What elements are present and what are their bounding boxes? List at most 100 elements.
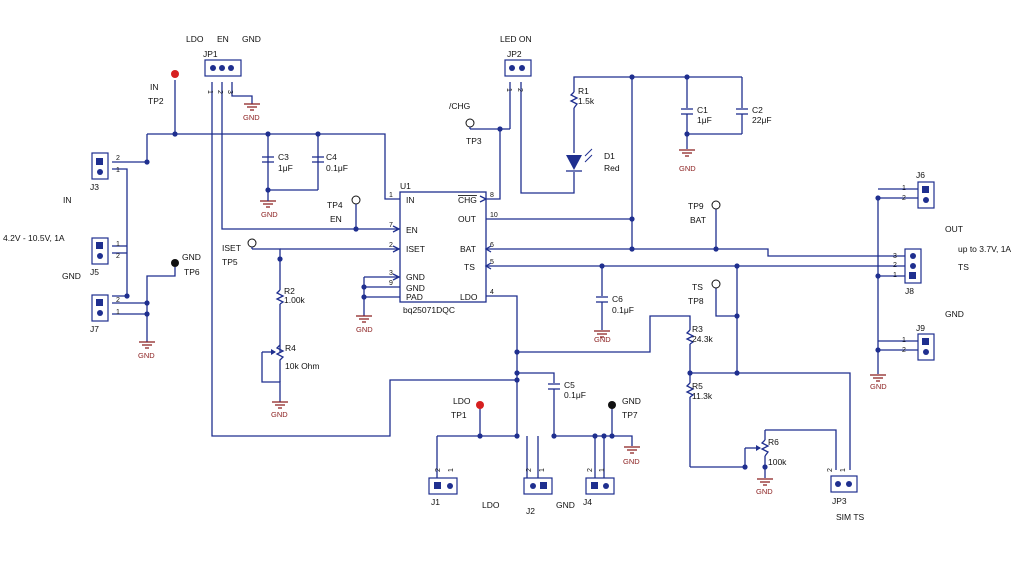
tp3-net: /CHG <box>449 101 470 111</box>
tp6-ref: TP6 <box>184 267 200 277</box>
testpoint-tp3[interactable]: /CHG TP3 <box>449 101 482 146</box>
r3-value: 24.3k <box>692 334 714 344</box>
ic-pinnum-4: 4 <box>490 289 494 296</box>
j6-ref: J6 <box>916 170 925 180</box>
jp3-label: SIM TS <box>836 512 865 522</box>
ic-pinnum-1: 1 <box>389 192 393 199</box>
jp1-label-gnd: GND <box>242 34 261 44</box>
r2-value: 1.00k <box>284 295 306 305</box>
gnd-tp7: GND <box>623 446 640 466</box>
jumper-jp1[interactable]: JP1 LDO EN GND 1 2 3 <box>186 34 261 94</box>
j6-pin2: 2 <box>902 195 906 202</box>
tp9-ref: TP9 <box>688 201 704 211</box>
jp3-ref: JP3 <box>832 496 847 506</box>
label-ldo-bottom: LDO <box>482 500 500 510</box>
svg-text:GND: GND <box>261 210 278 219</box>
j1-ref: J1 <box>431 497 440 507</box>
jumper-jp2[interactable]: JP2 LED ON 1 2 <box>500 34 532 92</box>
j4-ref: J4 <box>583 497 592 507</box>
ic-pin-ldo: LDO <box>460 292 478 302</box>
gnd-j7: GND <box>138 341 155 360</box>
testpoint-tp7[interactable]: GND TP7 <box>608 396 641 420</box>
jp1-pin1: 1 <box>206 90 213 94</box>
label-out: OUT <box>945 224 963 234</box>
testpoint-tp6[interactable]: TP6 GND <box>171 252 201 277</box>
jp3-pin1: 1 <box>840 468 847 472</box>
ground-symbols: GND GND GND GND GND GND GND GND GND GND <box>138 103 887 496</box>
connector-j5: J5 1 2 <box>90 237 120 277</box>
connector-j1: J1 2 1 <box>428 468 458 507</box>
j2-pin1: 1 <box>539 468 546 472</box>
testpoint-tp8[interactable]: TS TP8 <box>688 279 721 306</box>
testpoint-tp5[interactable]: TP5 ISET <box>222 238 257 267</box>
ic-ref: U1 <box>400 181 411 191</box>
svg-text:GND: GND <box>356 325 373 334</box>
testpoint-tp2[interactable]: TP2 IN <box>148 70 179 106</box>
testpoint-tp4[interactable]: TP4 EN <box>327 195 361 224</box>
jp1-ref: JP1 <box>203 49 218 59</box>
j5-ref: J5 <box>90 267 99 277</box>
tp5-net: ISET <box>222 243 241 253</box>
c6-ref: C6 <box>612 294 623 304</box>
label-ts: TS <box>958 262 969 272</box>
ic-pinnum-8: 8 <box>490 192 494 199</box>
r6-value: 100k <box>768 457 787 467</box>
net-labels: IN 4.2V - 10.5V, 1A GND OUT up to 3.7V, … <box>3 195 1011 510</box>
j1-pin1: 1 <box>448 468 455 472</box>
svg-text:GND: GND <box>138 351 155 360</box>
r3-ref: R3 <box>692 324 703 334</box>
label-out-range: up to 3.7V, 1A <box>958 244 1011 254</box>
gnd-jp1: GND <box>243 103 260 122</box>
j9-pin1: 1 <box>902 337 906 344</box>
r5-ref: R5 <box>692 381 703 391</box>
j9-ref: J9 <box>916 323 925 333</box>
gnd-c6: GND <box>594 330 611 344</box>
label-gnd-bottom: GND <box>556 500 575 510</box>
label-gnd-left: GND <box>62 271 81 281</box>
j8-pin2: 2 <box>893 262 897 269</box>
tp3-ref: TP3 <box>466 136 482 146</box>
tp6-net: GND <box>182 252 201 262</box>
r1-value: 1.5k <box>578 96 595 106</box>
capacitor-c3: C3 1μF <box>262 152 293 173</box>
jp2-label: LED ON <box>500 34 532 44</box>
junctions <box>124 74 881 470</box>
tp1-ref: TP1 <box>451 410 467 420</box>
ic-pin-ts: TS <box>464 262 475 272</box>
jp1-label-en: EN <box>217 34 229 44</box>
capacitor-c2: C2 22μF <box>736 105 772 125</box>
j2-pin2: 2 <box>526 468 533 472</box>
c1-value: 1μF <box>697 115 712 125</box>
tp2-ref: TP2 <box>148 96 164 106</box>
ic-pinnum-5: 5 <box>490 259 494 266</box>
svg-text:GND: GND <box>623 457 640 466</box>
j8-pin3: 3 <box>893 253 897 260</box>
svg-text:GND: GND <box>870 382 887 391</box>
gnd-r4: GND <box>271 401 288 419</box>
j9-pin2: 2 <box>902 347 906 354</box>
j7-pin1: 1 <box>116 309 120 316</box>
ic-pin-iset: ISET <box>406 244 425 254</box>
testpoint-tp9[interactable]: TP9 BAT <box>688 200 721 225</box>
connector-j2: J2 2 1 <box>523 468 553 516</box>
jp1-pin3: 3 <box>226 90 233 94</box>
svg-text:GND: GND <box>756 487 773 496</box>
testpoint-tp1[interactable]: LDO TP1 <box>451 396 484 420</box>
label-in-range: 4.2V - 10.5V, 1A <box>3 233 65 243</box>
ic-pin-pad: PAD <box>406 292 423 302</box>
r1-ref: R1 <box>578 86 589 96</box>
capacitor-c4: C4 0.1μF <box>312 152 348 173</box>
jp3-pin2: 2 <box>827 468 834 472</box>
c3-ref: C3 <box>278 152 289 162</box>
c3-value: 1μF <box>278 163 293 173</box>
capacitor-c6: C6 0.1μF <box>596 294 634 315</box>
ic-pin-chg: CHG <box>458 195 477 205</box>
j1-pin2: 2 <box>435 468 442 472</box>
r5-value: 11.3k <box>692 391 713 401</box>
jumper-jp3[interactable]: JP3 SIM TS 2 1 <box>827 468 865 522</box>
potentiometer-r6: R6 100k <box>744 437 787 467</box>
c1-ref: C1 <box>697 105 708 115</box>
c2-ref: C2 <box>752 105 763 115</box>
ic-pin-bat: BAT <box>460 244 476 254</box>
